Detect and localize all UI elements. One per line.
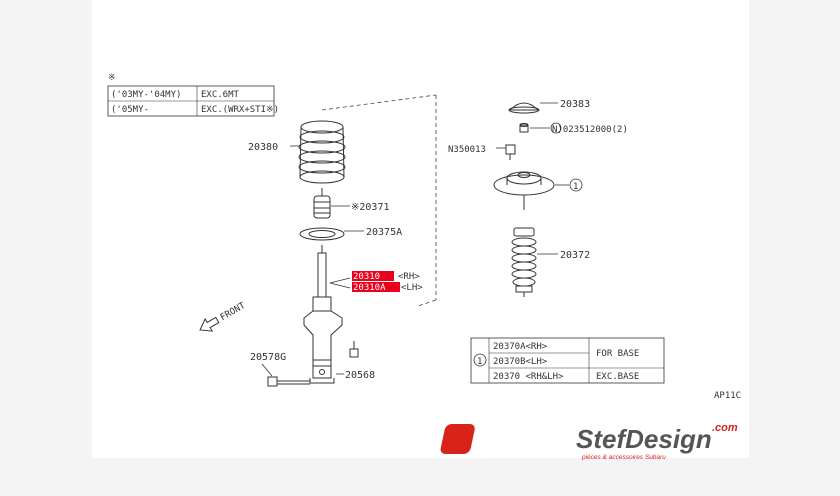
logo-mark-icon xyxy=(440,424,475,454)
note-table: ※ ('03MY-'04MY) EXC.6MT ('05MY- EXC.(WRX… xyxy=(107,73,279,117)
highlight-lh xyxy=(352,282,400,292)
label-mount-ref: 1 xyxy=(573,182,578,192)
ref-table-ref: 1 xyxy=(477,357,482,367)
label-nut: 20568 xyxy=(345,370,375,381)
mount-cap xyxy=(508,102,540,114)
note-row-2-year: ('05MY- xyxy=(111,105,149,115)
front-arrow: FRONT xyxy=(199,301,248,332)
strut-rh-side: <RH> xyxy=(398,272,420,282)
label-bump-stop: ※20371 xyxy=(351,202,389,213)
assembly-dashed-outline xyxy=(321,94,437,307)
highlight-rh xyxy=(352,271,394,281)
strut-part-codes: 20310 <RH> 20310A <LH> xyxy=(352,271,423,293)
ref-row-3-part: 20370 <RH&LH> xyxy=(493,372,564,382)
ref-table: 1 20370A<RH> FOR BASE 20370B<LH> 20370 <… xyxy=(470,337,665,384)
label-spring: 20380 xyxy=(248,142,278,153)
label-mount-cap: 20383 xyxy=(560,99,590,110)
label-washer: N)023512000(2) xyxy=(552,125,628,135)
coil-spring xyxy=(298,120,346,184)
strut-mount xyxy=(493,171,555,210)
left-margin xyxy=(0,0,92,496)
ref-table-circle-icon xyxy=(473,353,487,367)
label-bolt: 20578G xyxy=(250,352,286,363)
note-mark: ※ xyxy=(108,73,116,83)
top-nut xyxy=(519,123,529,133)
note-row-2-cond: EXC.(WRX+STI※) xyxy=(201,105,279,115)
ref-row-2-part: 20370B<LH> xyxy=(493,357,548,367)
logo-brand: StefDesign xyxy=(576,424,712,454)
strut-lh-side: <LH> xyxy=(401,283,423,293)
self-lock-nut xyxy=(505,144,516,160)
lower-nut xyxy=(349,341,359,358)
ref-circle-icon xyxy=(569,178,583,192)
diagram-frame xyxy=(92,42,749,442)
logo-tagline: pièces & accessoires Subaru xyxy=(581,454,666,461)
lower-bolt xyxy=(267,376,310,387)
front-label: FRONT xyxy=(219,301,248,323)
drawing-code: AP11C xyxy=(714,391,741,401)
strut-assembly xyxy=(303,245,343,384)
logo-domain: .com xyxy=(712,422,738,434)
bottom-band xyxy=(0,458,840,496)
spring-seat xyxy=(299,227,345,241)
note-row-1-year: ('03MY-'04MY) xyxy=(111,90,181,100)
note-row-1-cond: EXC.6MT xyxy=(201,90,240,100)
ref-row-3-cond: EXC.BASE xyxy=(596,372,639,382)
label-self-lock-nut: N350013 xyxy=(448,145,486,155)
ref-row-1-part: 20370A<RH> xyxy=(493,342,548,352)
dust-boot xyxy=(511,227,537,297)
n-circle-icon xyxy=(550,122,562,134)
stefdesign-logo: StefDesign .com pièces & accessoires Sub… xyxy=(440,422,738,461)
label-dust-boot: 20372 xyxy=(560,250,590,261)
strut-lh-code: 20310A xyxy=(353,283,386,293)
ref-row-1-cond: FOR BASE xyxy=(596,349,639,359)
right-margin xyxy=(749,0,840,496)
bump-stop xyxy=(313,188,331,219)
label-spring-seat: 20375A xyxy=(366,227,402,238)
strut-rh-code: 20310 xyxy=(353,272,380,282)
